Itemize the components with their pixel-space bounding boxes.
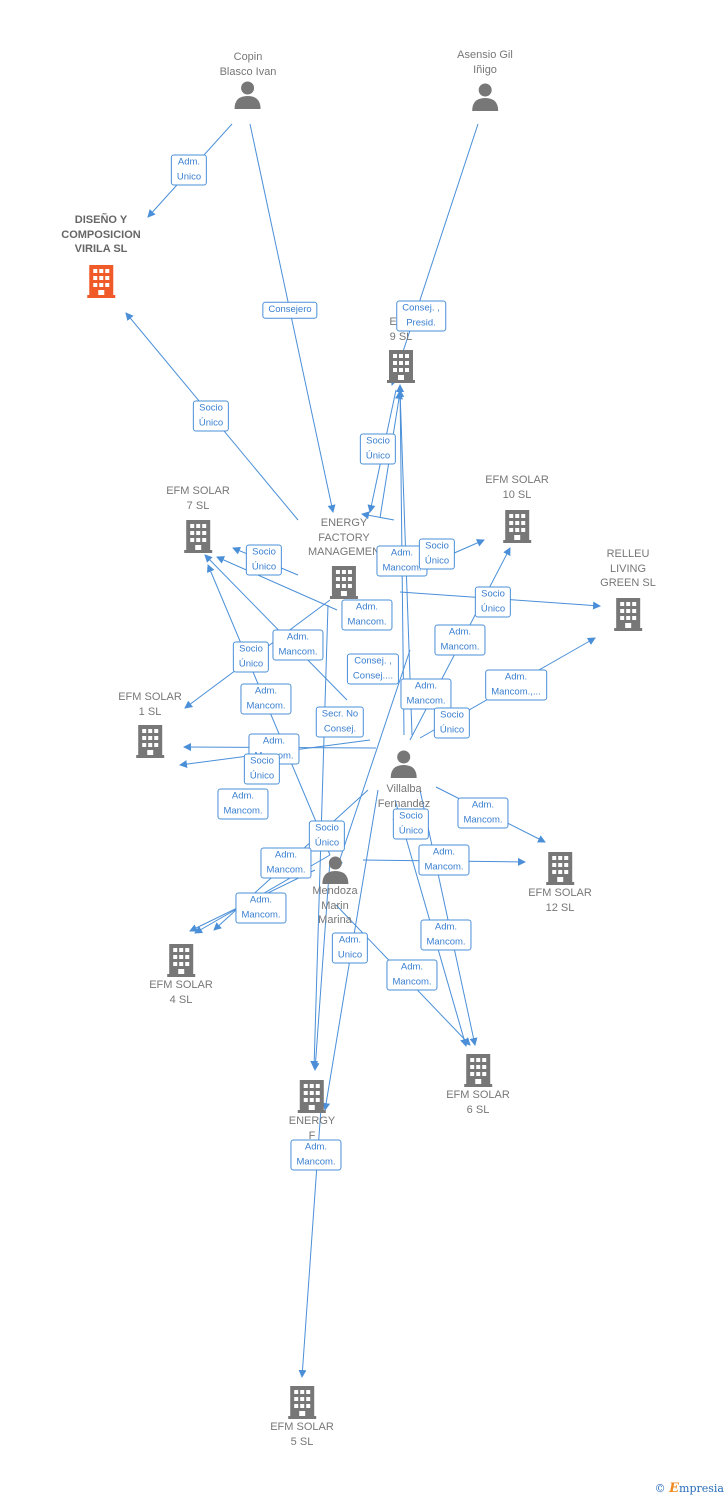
edge-label[interactable]: Adm. Mancom.: [420, 919, 472, 951]
edge-label[interactable]: Adm. Mancom.: [260, 847, 312, 879]
node-label: EFM SOLAR 1 SL: [118, 691, 182, 718]
company-node-efm4[interactable]: EFM SOLAR 4 SL: [149, 942, 213, 1007]
edge-label[interactable]: Socio Único: [245, 544, 283, 576]
edge-label[interactable]: Adm. Mancom.: [457, 797, 509, 829]
company-node-efm1[interactable]: EFM SOLAR 1 SL: [118, 690, 182, 759]
edge-label[interactable]: Socio Único: [392, 808, 430, 840]
edge-label[interactable]: Consejero: [262, 301, 318, 319]
node-label: Asensio Gil Iñigo: [457, 49, 513, 76]
edge-label[interactable]: Adm. Mancom.: [240, 683, 292, 715]
company-node-efm9[interactable]: EFM 9 SL: [385, 315, 417, 384]
edge-label[interactable]: Adm. Mancom.: [386, 959, 438, 991]
building-icon: [330, 565, 358, 599]
node-label: EFM SOLAR 4 SL: [149, 979, 213, 1006]
brand-initial: E: [669, 1481, 680, 1496]
node-label: EFM SOLAR 12 SL: [528, 887, 592, 914]
node-label: EFM SOLAR 6 SL: [446, 1089, 510, 1116]
relationship-edge: [390, 123, 479, 386]
person-node-asensio[interactable]: Asensio Gil Iñigo: [457, 48, 513, 111]
edge-label[interactable]: Socio Único: [418, 538, 456, 570]
edge-label[interactable]: Adm. Mancom.: [290, 1139, 342, 1171]
relationship-edge: [311, 859, 331, 1071]
company-node-efm5[interactable]: EFM SOLAR 5 SL: [270, 1384, 334, 1449]
person-node-mendoza[interactable]: Mendoza Marin Marina: [312, 854, 358, 928]
edge-label[interactable]: Adm. Mancom.,...: [485, 669, 547, 701]
node-label: Mendoza Marin Marina: [312, 885, 358, 926]
company-node-efm6[interactable]: EFM SOLAR 6 SL: [446, 1052, 510, 1117]
edge-label[interactable]: Adm. Mancom.: [341, 599, 393, 631]
edge-label[interactable]: Secr. No Consej.: [315, 706, 365, 738]
building-icon: [86, 264, 115, 298]
edge-label[interactable]: Adm. Unico: [331, 932, 369, 964]
node-label: DISEÑO Y COMPOSICION VIRILA SL: [61, 214, 141, 255]
building-icon: [387, 350, 415, 383]
node-label: ENERGY FACTORY MANAGEMEN: [307, 517, 381, 558]
empresia-logo: © Empresia: [655, 1481, 724, 1496]
edge-label[interactable]: Socio Único: [433, 707, 471, 739]
edge-label[interactable]: Socio Único: [232, 641, 270, 673]
building-icon: [298, 1080, 326, 1113]
person-icon: [471, 83, 498, 111]
company-node-relleu[interactable]: RELLEU LIVING GREEN SL: [600, 547, 656, 632]
edge-label[interactable]: Socio Único: [308, 820, 346, 852]
company-node-energy-factory-management[interactable]: ENERGY FACTORY MANAGEMEN: [308, 516, 380, 600]
company-node-efm12[interactable]: EFM SOLAR 12 SL: [528, 850, 592, 915]
node-label: EFM SOLAR 5 SL: [270, 1421, 334, 1448]
building-icon: [545, 852, 574, 885]
edge-label[interactable]: Adm. Mancom.: [400, 678, 452, 710]
edge-label[interactable]: Socio Único: [192, 400, 230, 432]
company-node-diseno[interactable]: DISEÑO Y COMPOSICION VIRILA SL: [61, 213, 141, 299]
relationship-edge: [204, 554, 348, 701]
building-icon: [463, 1054, 492, 1087]
building-icon: [287, 1386, 316, 1419]
edge-label[interactable]: Adm. Mancom.: [217, 788, 269, 820]
edge-label[interactable]: Socio Único: [474, 586, 512, 618]
brand-name: mpresia: [679, 1482, 724, 1495]
building-icon: [183, 520, 212, 553]
relationship-edge: [216, 556, 338, 611]
building-icon: [502, 510, 531, 543]
edge-label[interactable]: Adm. Mancom.: [434, 624, 486, 656]
edge-label[interactable]: Adm. Unico: [170, 154, 208, 186]
edge-label[interactable]: Consej. , Consej....: [346, 653, 400, 685]
node-label: EFM SOLAR 10 SL: [485, 474, 549, 501]
building-icon: [135, 725, 164, 758]
person-icon: [321, 856, 348, 884]
person-icon: [235, 81, 261, 109]
company-node-efm7[interactable]: EFM SOLAR 7 SL: [166, 484, 230, 554]
person-icon: [391, 750, 417, 778]
edge-label[interactable]: Adm. Mancom.: [235, 892, 287, 924]
node-label: Copin Blasco Ivan: [219, 51, 277, 78]
edge-label[interactable]: Adm. Mancom.: [272, 629, 324, 661]
copyright-symbol: ©: [654, 1482, 666, 1495]
person-node-copin[interactable]: Copin Blasco Ivan: [219, 50, 277, 109]
building-icon: [613, 597, 642, 631]
edge-label[interactable]: Socio Único: [243, 753, 281, 785]
edge-label[interactable]: Adm. Mancom.: [418, 844, 470, 876]
node-label: RELLEU LIVING GREEN SL: [600, 548, 656, 589]
relationship-edge: [361, 511, 395, 521]
building-icon: [166, 944, 195, 977]
company-node-efm10[interactable]: EFM SOLAR 10 SL: [485, 473, 549, 544]
relationship-edge: [419, 789, 478, 1046]
relationship-edge: [335, 649, 411, 869]
edge-label[interactable]: Socio Único: [359, 433, 397, 465]
edge-label[interactable]: Consej. , Presid.: [396, 300, 446, 332]
node-label: EFM SOLAR 7 SL: [166, 485, 230, 512]
